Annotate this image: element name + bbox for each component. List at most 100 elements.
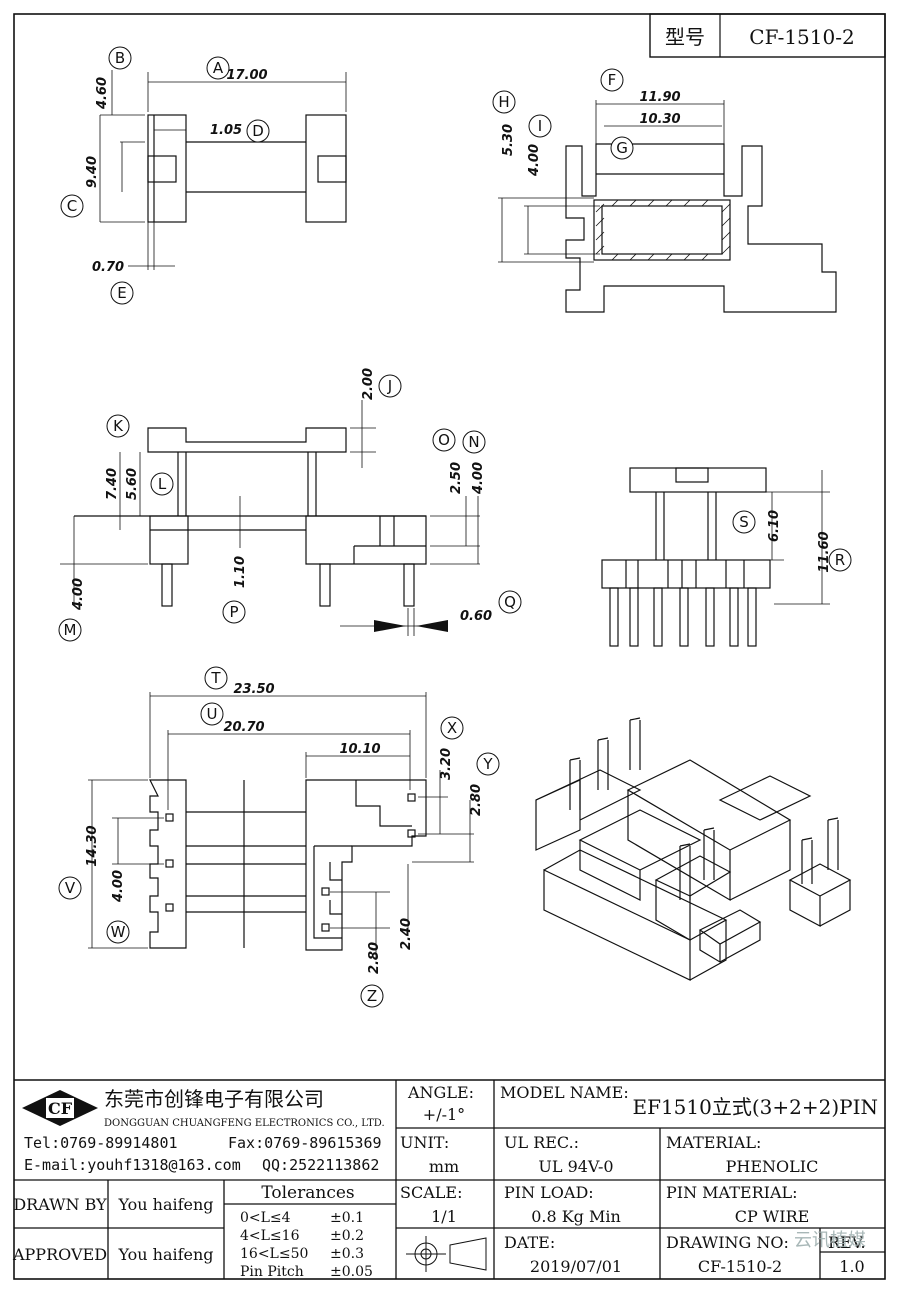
angle-value: +/-1°	[423, 1105, 465, 1124]
sheet-border	[13, 13, 886, 1280]
callout-letter-o: O	[438, 431, 450, 449]
callout-circle-t	[204, 666, 228, 690]
callout-circle-p	[222, 600, 246, 624]
approved-label: APPROVED	[12, 1245, 107, 1264]
callout-letter-n: N	[468, 433, 479, 451]
callout-letter-i: I	[538, 117, 542, 135]
dim-L: 5.60	[125, 468, 140, 500]
dim-P: 1.10	[233, 556, 248, 588]
ul-value: UL 94V-0	[538, 1157, 613, 1176]
callout-circle-y	[476, 752, 500, 776]
tol-range-1: 0<L≤4	[240, 1210, 291, 1226]
model-name-value: EF1510立式(3+2+2)PIN	[632, 1095, 878, 1119]
material-value: PHENOLIC	[726, 1157, 819, 1176]
pin-load-value: 0.8 Kg Min	[531, 1207, 621, 1226]
callout-circle-g	[610, 136, 634, 160]
drawing-no-value: CF-1510-2	[698, 1257, 782, 1276]
material-label: MATERIAL:	[666, 1133, 761, 1152]
dim-H: 5.30	[501, 124, 516, 156]
callout-letter-b: B	[115, 49, 125, 67]
company-tel: Tel:0769-89914801	[24, 1134, 178, 1152]
dim-K: 7.40	[105, 468, 120, 500]
unit-label: UNIT:	[400, 1133, 449, 1152]
dim-Y: 2.80	[469, 784, 484, 816]
company-name-cn: 东莞市创锋电子有限公司	[104, 1087, 324, 1111]
tol-range-4: Pin Pitch	[240, 1264, 304, 1280]
model-value: CF-1510-2	[749, 25, 854, 49]
dim-F: 11.90	[639, 90, 680, 105]
callout-letter-a: A	[213, 59, 224, 77]
callout-letter-u: U	[207, 705, 218, 723]
callout-letter-y: Y	[482, 755, 493, 773]
callout-circle-q	[498, 590, 522, 614]
title-block: CF	[14, 1079, 885, 1279]
tol-value-2: ±0.2	[330, 1228, 364, 1244]
callout-circle-h	[492, 90, 516, 114]
title-block-text: 东莞市创锋电子有限公司 DONGGUAN CHUANGFENG ELECTRON…	[12, 1083, 878, 1280]
tol-value-1: ±0.1	[330, 1210, 364, 1226]
callout-letter-d: D	[252, 122, 264, 140]
view-plan: 23.50 20.70 10.10 14.30 4.00 3.20 2.80 2…	[85, 682, 484, 974]
callout-letter-k: K	[113, 417, 124, 435]
rev-label: REV.	[828, 1233, 866, 1252]
view-side-left: 2.00 7.40 5.60 4.00 1.10 2.50 4.00 0.60	[60, 368, 492, 636]
callout-circle-f	[600, 68, 624, 92]
company-email: E-mail:youhf1318@163.com	[24, 1156, 241, 1174]
callout-circle-j	[378, 374, 402, 398]
callout-circle-n	[462, 430, 486, 454]
model-number-header: 型号 CF-1510-2	[649, 13, 886, 58]
callout-letter-l: L	[158, 475, 167, 493]
dim-Z2: 2.40	[399, 918, 414, 950]
tol-range-3: 16<L≤50	[240, 1246, 308, 1262]
callout-circle-e	[110, 281, 134, 305]
callout-letter-p: P	[229, 603, 238, 621]
dim-A: 17.00	[226, 68, 267, 83]
pin-load-label: PIN LOAD:	[504, 1183, 594, 1202]
pin-material-label: PIN MATERIAL:	[666, 1183, 798, 1202]
tolerances-title: Tolerances	[261, 1183, 354, 1203]
tol-range-2: 4<L≤16	[240, 1228, 300, 1244]
dim-J: 2.00	[361, 368, 376, 400]
callout-letter-j: J	[387, 377, 392, 395]
scale-label: SCALE:	[400, 1183, 462, 1202]
callout-letter-s: S	[739, 513, 749, 531]
tol-value-3: ±0.3	[330, 1246, 364, 1262]
dim-X: 3.20	[439, 748, 454, 780]
scale-value: 1/1	[431, 1207, 457, 1226]
callout-letter-z: Z	[367, 987, 377, 1005]
callout-circle-o	[432, 428, 456, 452]
dim-S: 6.10	[767, 510, 782, 542]
dim-W: 4.00	[111, 870, 126, 903]
company-name-en: DONGGUAN CHUANGFENG ELECTRONICS CO., LTD…	[104, 1118, 385, 1129]
callout-letter-f: F	[608, 71, 617, 89]
logo-text: CF	[48, 1099, 73, 1118]
callout-letter-x: X	[447, 719, 457, 737]
dim-Z1: 2.80	[367, 942, 382, 974]
view-top-right: 11.90 10.30 5.30 4.00	[498, 90, 837, 313]
unit-value: mm	[429, 1157, 459, 1176]
dim-I: 4.00	[527, 144, 542, 177]
callout-letter-c: C	[67, 197, 77, 215]
callout-circle-a	[206, 56, 230, 80]
callout-letter-e: E	[117, 284, 126, 302]
callout-circle-v	[58, 876, 82, 900]
ul-label: UL REC.:	[504, 1133, 579, 1152]
dim-Q: 0.60	[460, 609, 492, 624]
callout-circle-s	[732, 510, 756, 534]
callout-circle-x	[440, 716, 464, 740]
dim-R: 11.60	[817, 531, 832, 572]
dim-C: 9.40	[85, 156, 100, 188]
dim-D: 1.05	[210, 123, 242, 138]
dim-B: 4.60	[95, 77, 110, 110]
dim-O: 2.50	[449, 462, 464, 494]
watermark: 云讯植媒	[794, 1230, 866, 1251]
drawing-no-label: DRAWING NO:	[666, 1233, 789, 1252]
callout-letter-q: Q	[504, 593, 516, 611]
dim-M: 4.00	[71, 578, 86, 611]
view-top-left: 17.00 4.60 9.40 1.05 0.70	[85, 68, 347, 275]
callout-letter-h: H	[498, 93, 509, 111]
callout-circle-l	[150, 472, 174, 496]
pin-material-value: CP WIRE	[735, 1207, 810, 1226]
